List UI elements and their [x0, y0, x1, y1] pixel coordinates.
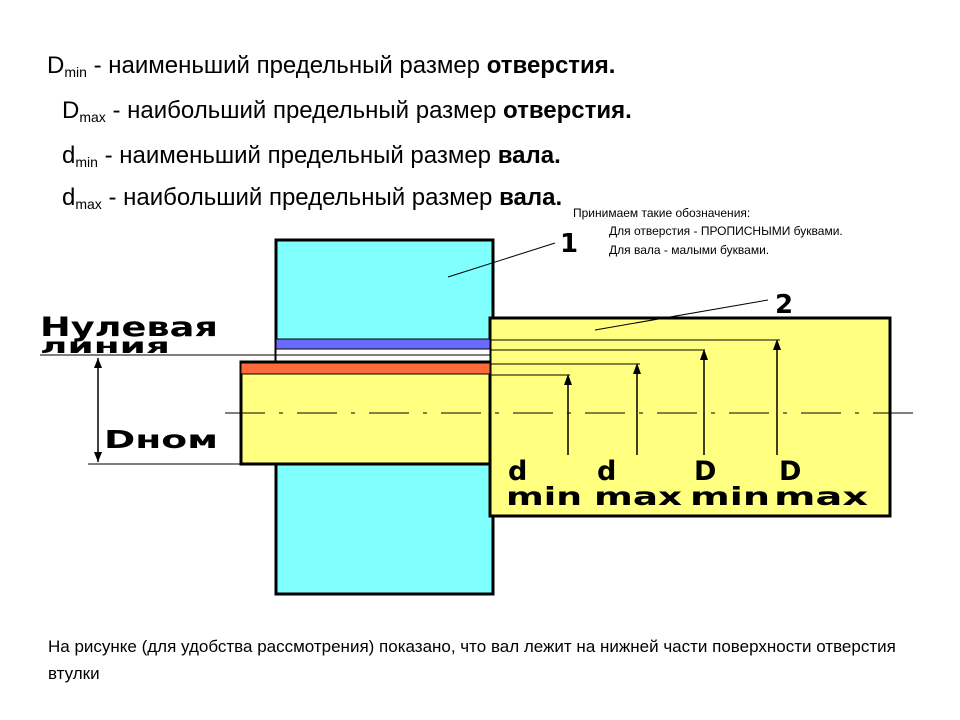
- shaft-tolerance-band: [240, 362, 491, 375]
- nominal-label: Dном: [104, 425, 218, 454]
- nominal-arrow-bottom: [94, 452, 102, 462]
- dim-label-dmin-bottom: min: [506, 482, 582, 511]
- dim-arrow-Dmin: [700, 349, 708, 360]
- notation-hole: Для отверстия - ПРОПИСНЫМИ буквами.: [609, 224, 843, 238]
- definition-dmin-shaft: dmin - наименьший предельный размер вала…: [62, 142, 561, 170]
- dim-label-Dmin-top: D: [694, 456, 716, 487]
- dim-arrow-dmax: [633, 363, 641, 374]
- notation-shaft: Для вала - малыми буквами.: [609, 243, 770, 257]
- callout-2-leader: [594, 299, 769, 331]
- dim-label-Dmax-top: D: [779, 456, 801, 487]
- dim-label-dmin-top: d: [508, 456, 527, 487]
- definition-dmin-hole: Dmin - наименьший предельный размер отве…: [47, 52, 616, 80]
- nominal-arrow-top: [94, 358, 102, 368]
- dim-label-Dmax-bottom: max: [774, 482, 868, 511]
- tolerance-diagram: Нулевая линия Dном 1 2 d min d max D min…: [40, 229, 925, 596]
- hole-tolerance-band: [275, 338, 491, 350]
- zero-line-label-1: Нулевая: [40, 312, 218, 343]
- definition-dmax-shaft: dmax - наибольший предельный размер вала…: [62, 184, 563, 212]
- zero-line-label-2: линия: [40, 334, 170, 358]
- shaft-extension: [488, 316, 892, 518]
- dim-label-dmax-top: d: [597, 456, 616, 487]
- dim-label-Dmin-bottom: min: [690, 482, 770, 511]
- dim-arrow-Dmax: [773, 339, 781, 350]
- callout-1-label: 1: [560, 229, 578, 259]
- callout-2-label: 2: [775, 290, 793, 320]
- callout-1-leader: [447, 242, 556, 278]
- notation-title: Принимаем такие обозначения:: [573, 206, 751, 220]
- dim-arrow-dmin: [564, 374, 572, 385]
- definition-dmax-hole: Dmax - наибольший предельный размер отве…: [62, 97, 632, 125]
- figure-caption: На рисунке (для удобства рассмотрения) п…: [48, 637, 896, 683]
- dim-label-dmax-bottom: max: [594, 482, 682, 511]
